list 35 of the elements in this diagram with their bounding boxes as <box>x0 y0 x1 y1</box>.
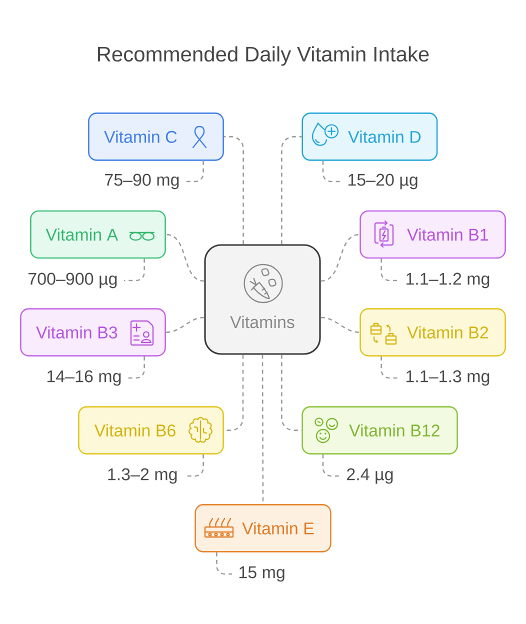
hub-box: Vitamins <box>204 244 321 355</box>
leader-line <box>380 258 399 282</box>
leader-line <box>186 160 204 182</box>
dose-label: 14–16 mg <box>48 370 121 386</box>
vitamin-box: Vitamin D <box>302 112 438 161</box>
vitamin-box: Vitamin C <box>88 112 224 161</box>
leader-line <box>322 454 340 477</box>
dashed-connector <box>224 136 244 244</box>
leader-line <box>322 160 341 182</box>
vitamin-box: Vitamin A <box>30 210 166 259</box>
leader-line <box>128 356 145 379</box>
dose-label: 75–90 mg <box>105 174 179 190</box>
vitamin-box: Vitamin E <box>194 504 332 552</box>
leader-line <box>216 552 232 575</box>
dose-label: 700–900 µg <box>28 272 117 288</box>
dose-label: 1.3–2 mg <box>108 468 177 484</box>
leader-line <box>380 356 399 379</box>
vitamin-box: Vitamin B3 <box>20 308 166 356</box>
vitamin-box: Vitamin B12 <box>302 406 458 454</box>
dashed-connector <box>320 316 360 333</box>
dashed-connector <box>262 354 264 504</box>
vitamin-box: Vitamin B2 <box>360 308 506 356</box>
dose-label: 1.1–1.3 mg <box>406 370 490 386</box>
dashed-connector <box>281 136 302 244</box>
leader-line <box>124 258 145 282</box>
title: Recommended Daily Vitamin Intake <box>98 46 429 66</box>
dashed-connector <box>166 316 204 333</box>
dose-label: 15 mg <box>240 566 284 582</box>
dose-label: 2.4 µg <box>347 468 393 484</box>
dashed-connector <box>166 234 204 282</box>
vitamin-box: Vitamin B1 <box>360 210 506 259</box>
dashed-connector <box>320 234 360 282</box>
vitamin-box: Vitamin B6 <box>78 406 224 454</box>
dose-label: 1.1–1.2 mg <box>406 272 490 288</box>
dose-label: 15–20 µg <box>348 174 418 190</box>
